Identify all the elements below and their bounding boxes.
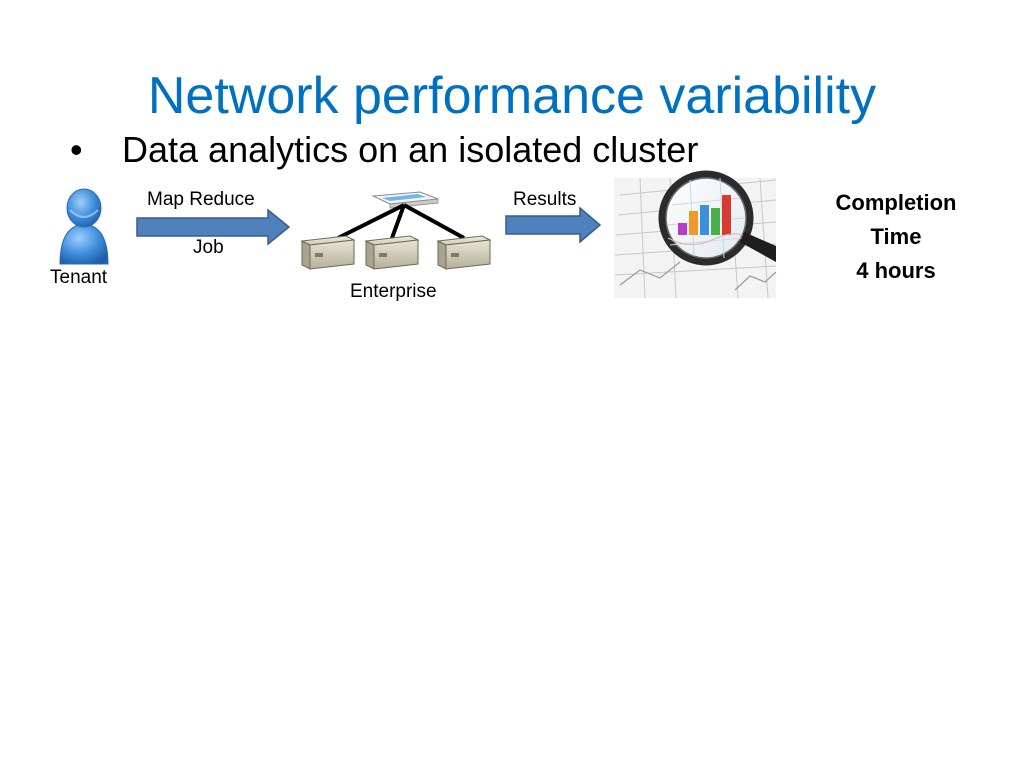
results-label: Results bbox=[513, 189, 577, 210]
map-reduce-arrow bbox=[136, 208, 291, 246]
bullet-item: • Data analytics on an isolated cluster bbox=[70, 128, 698, 172]
completion-time-block: Completion Time 4 hours bbox=[806, 186, 986, 288]
completion-line-3: 4 hours bbox=[856, 258, 936, 283]
server-icon bbox=[364, 235, 420, 270]
results-arrow bbox=[505, 206, 602, 244]
network-links bbox=[337, 203, 465, 240]
bullet-text: Data analytics on an isolated cluster bbox=[122, 129, 699, 170]
job-label: Job bbox=[193, 237, 224, 258]
tenant-label: Tenant bbox=[50, 267, 108, 288]
server-icon bbox=[300, 235, 356, 270]
completion-line-1: Completion bbox=[835, 190, 957, 215]
user-icon bbox=[59, 188, 109, 265]
completion-line-2: Time bbox=[870, 224, 922, 249]
slide-title: Network performance variability bbox=[147, 67, 877, 125]
bullet-dot: • bbox=[70, 129, 83, 170]
server-icon bbox=[436, 235, 492, 270]
enterprise-label: Enterprise bbox=[350, 281, 437, 302]
map-reduce-label: Map Reduce bbox=[147, 189, 255, 210]
magnifier-chart-icon bbox=[614, 170, 777, 299]
